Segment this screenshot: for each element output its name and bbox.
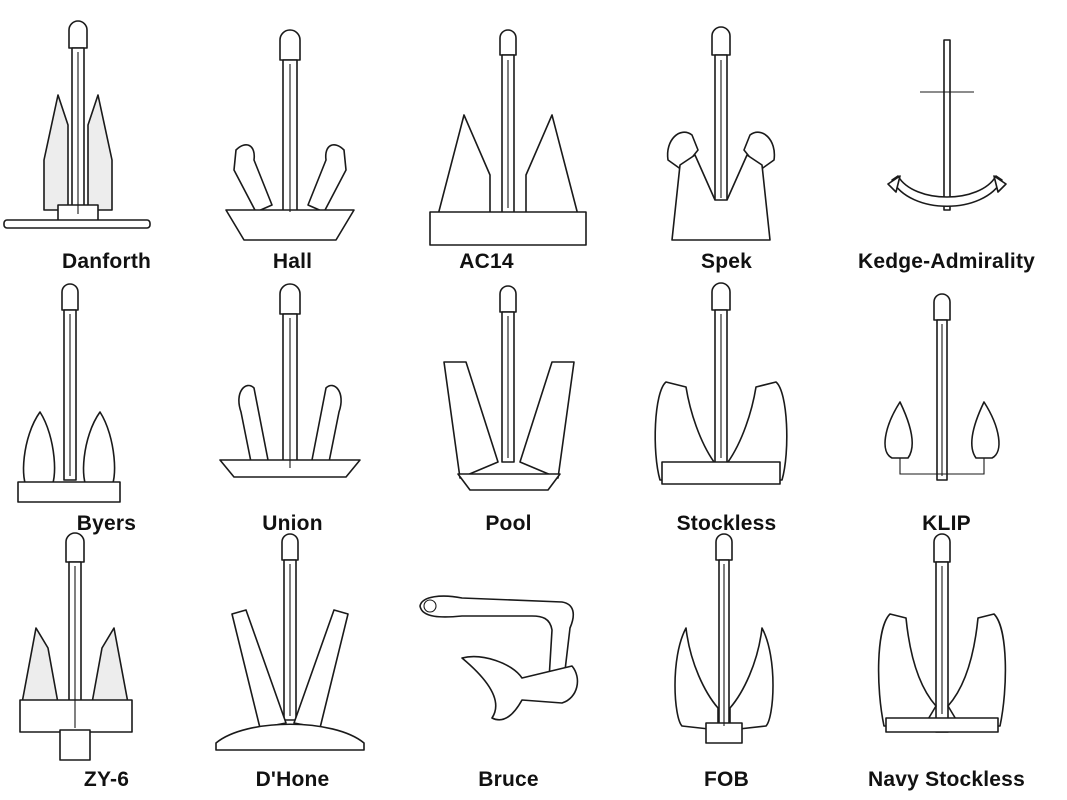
anchor-label: Spek [701, 250, 752, 273]
pool-drawing [402, 262, 615, 512]
hall-drawing [186, 0, 399, 250]
byers-drawing [0, 262, 213, 512]
bruce-drawing [402, 518, 615, 768]
anchor-label: Pool [485, 512, 532, 535]
spek-drawing [620, 0, 833, 250]
fob-drawing [620, 518, 833, 768]
anchor-label: Navy Stockless [868, 768, 1025, 791]
anchor-label: Hall [272, 250, 313, 273]
anchor-label: Union [262, 512, 323, 535]
navy-stockless-drawing [840, 518, 1053, 768]
anchor-label: Stockless [676, 512, 777, 535]
stockless-drawing [620, 262, 833, 512]
anchor-label: FOB [704, 768, 749, 791]
anchor-label: Bruce [478, 768, 539, 791]
anchor-label: AC14 [459, 250, 514, 273]
zy-6-drawing [0, 518, 213, 768]
anchor-label: Danforth [61, 250, 152, 273]
anchor-label: Kedge-Admirality [857, 250, 1036, 273]
danforth-drawing [0, 0, 213, 250]
klip-drawing [840, 262, 1053, 512]
anchor-label: Byers [76, 512, 137, 535]
anchor-label: D'Hone [255, 768, 330, 791]
anchor-label: KLIP [922, 512, 971, 535]
ac14-drawing [380, 0, 593, 250]
union-drawing [186, 262, 399, 512]
dhone-drawing [186, 518, 399, 768]
anchor-label: ZY-6 [83, 768, 130, 791]
kedge-admirality-drawing [840, 0, 1053, 250]
